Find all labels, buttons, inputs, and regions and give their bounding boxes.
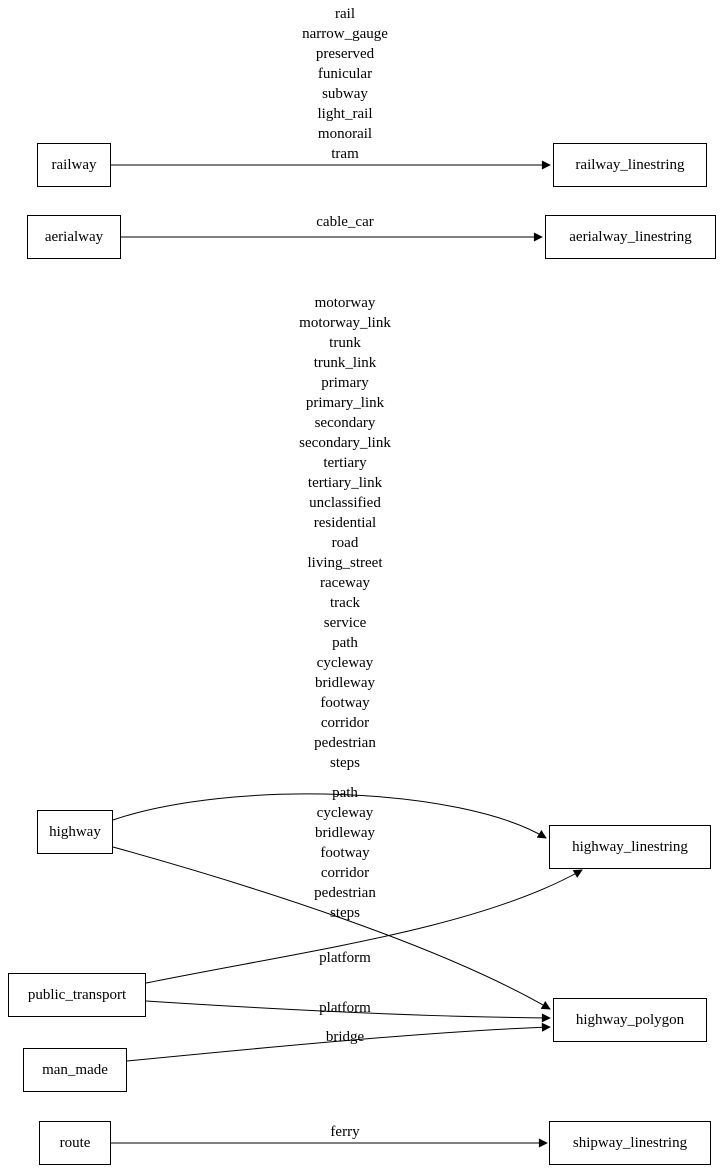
node-man_made: man_made	[23, 1048, 127, 1092]
node-highway_polygon: highway_polygon	[553, 998, 707, 1042]
node-highway: highway	[37, 810, 113, 854]
node-highway_linestring: highway_linestring	[549, 825, 711, 869]
node-railway_linestring: railway_linestring	[553, 143, 707, 187]
edge-label-highway-linestring-types: motorway motorway_link trunk trunk_link …	[299, 295, 391, 771]
node-railway: railway	[37, 143, 111, 187]
node-public_transport: public_transport	[8, 973, 146, 1017]
node-shipway_linestring: shipway_linestring	[549, 1121, 711, 1165]
node-route: route	[39, 1121, 111, 1165]
edge-label-highway-polygon-types: path cycleway bridleway footway corridor…	[314, 785, 376, 921]
edge-label-platform-linestring: platform	[319, 950, 371, 966]
edge-label-platform-polygon: platform	[319, 1000, 371, 1016]
edge-highway-to-highway_polygon	[112, 846, 551, 1010]
edge-man_made-to-highway_polygon	[126, 1022, 551, 1062]
edge-label-bridge: bridge	[325, 1029, 365, 1045]
edge-label-cable-car: cable_car	[316, 214, 374, 230]
node-aerialway: aerialway	[27, 215, 121, 259]
node-aerialway_linestring: aerialway_linestring	[545, 215, 716, 259]
edge-public_transport-to-highway_linestring	[145, 869, 583, 984]
edge-label-ferry: ferry	[330, 1124, 360, 1140]
edge-label-railway-types: rail narrow_gauge preserved funicular su…	[302, 6, 388, 162]
edge-public_transport-to-highway_polygon	[145, 1000, 551, 1023]
edge-highway-to-highway_linestring	[112, 793, 547, 839]
